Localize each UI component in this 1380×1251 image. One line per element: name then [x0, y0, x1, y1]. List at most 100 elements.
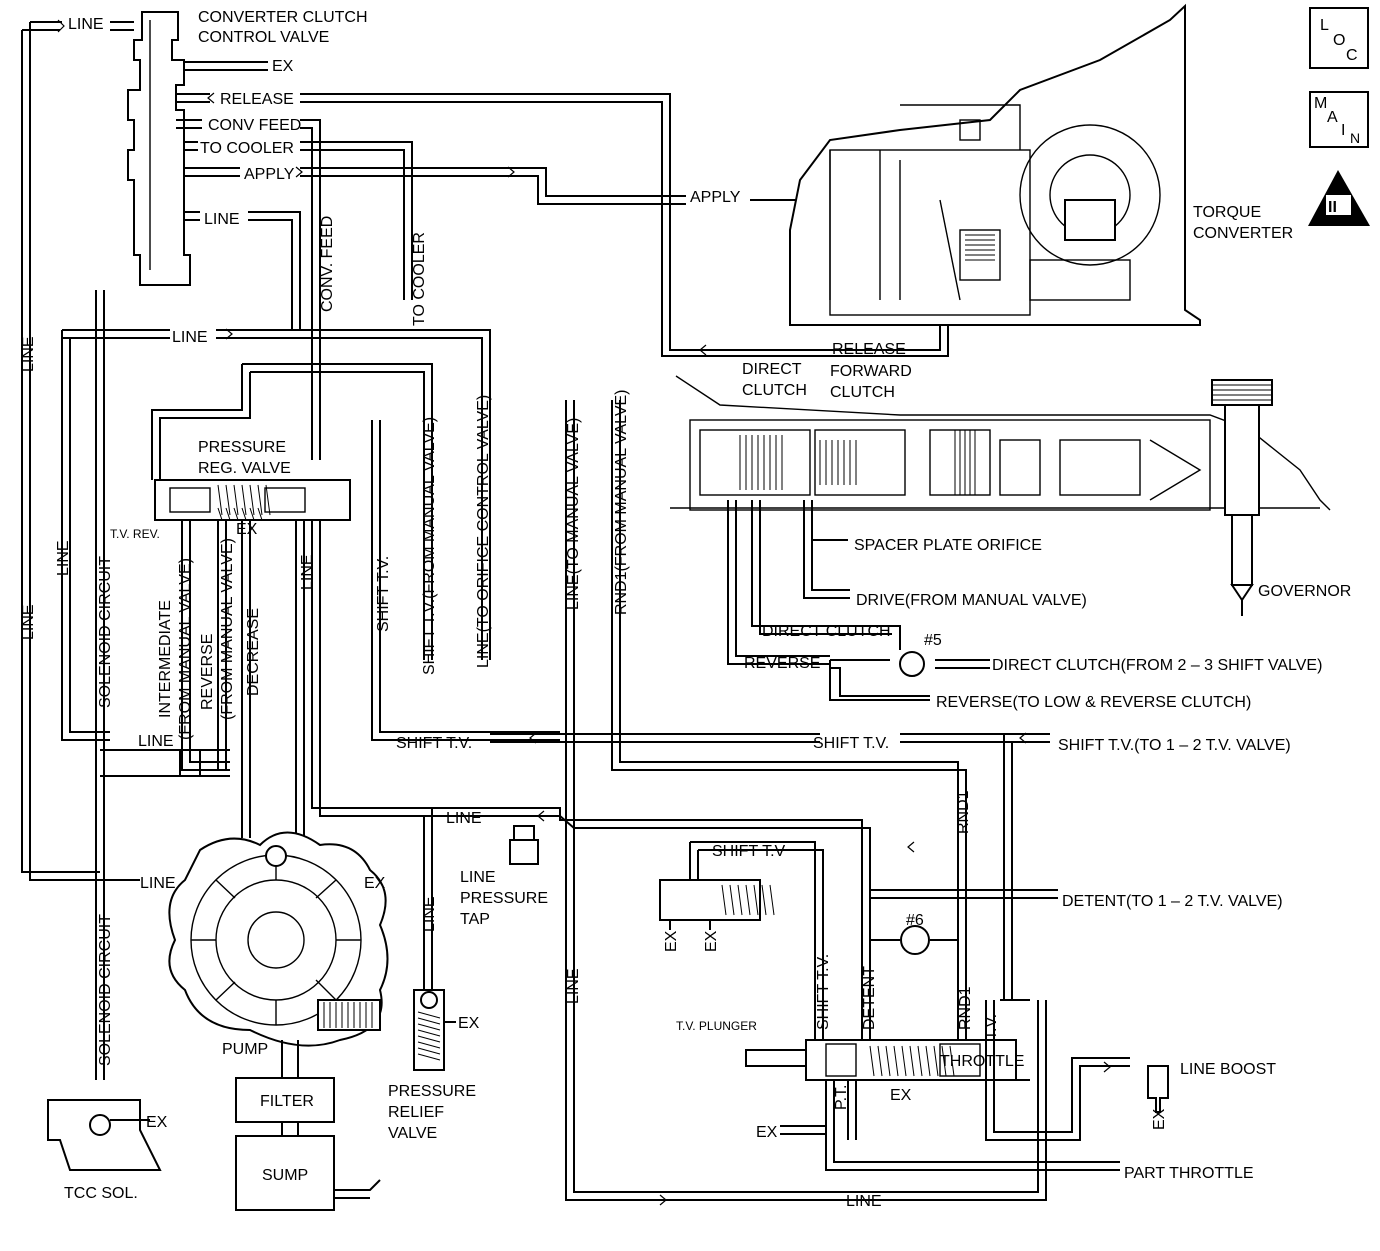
spacer-plate-orifice-label: SPACER PLATE ORIFICE: [854, 537, 1042, 554]
release-right-label: RELEASE: [832, 341, 906, 358]
line-orifice-vertical: LINE(TO ORIFICE CONTROL VALVE): [475, 395, 492, 668]
pressure-relief-label-3: VALVE: [388, 1125, 437, 1142]
to-cooler-vertical: TO COOLER: [411, 232, 428, 326]
conv-feed-label: CONV FEED: [208, 117, 301, 134]
line-lower-left-label: LINE: [138, 733, 174, 750]
line-bottom-label: LINE: [846, 1193, 882, 1210]
ccv-title-2: CONTROL VALVE: [198, 29, 329, 46]
line-pressure-tap-label-3: TAP: [460, 911, 490, 928]
svg-text:M: M: [1314, 95, 1327, 112]
drive-from-manual-label: DRIVE(FROM MANUAL VALVE): [856, 592, 1087, 609]
svg-text:A: A: [1327, 109, 1338, 126]
pressure-relief-label-2: RELIEF: [388, 1104, 444, 1121]
rnd1-vertical-2: RND1: [957, 986, 974, 1030]
line-prv-vertical: LINE: [299, 554, 316, 590]
transmission-case-drawing: [670, 375, 1331, 616]
line-passages: [21, 21, 949, 1080]
shift-tv-vertical-2: SHIFT T.V.: [815, 954, 832, 1030]
line-center-label: LINE: [446, 810, 482, 827]
line-boost-label: LINE BOOST: [1180, 1061, 1276, 1078]
shift-tv-h-label: SHIFT T.V.: [396, 735, 472, 752]
svg-text:N: N: [1350, 130, 1360, 146]
svg-text:O: O: [1333, 32, 1345, 49]
direct-clutch-23-label: DIRECT CLUTCH(FROM 2 – 3 SHIFT VALVE): [992, 657, 1322, 674]
ex-throttle-label: EX: [890, 1087, 912, 1104]
line-pressure-tap-label: LINE: [460, 869, 496, 886]
shift-tv-from-manual-vertical: SHIFT T.V.(FROM MANUAL VALVE): [421, 417, 438, 675]
pump-drawing: [168, 831, 389, 1136]
filter-label: FILTER: [260, 1093, 314, 1110]
apply-label: APPLY: [244, 166, 295, 183]
filter-box: [235, 1077, 335, 1123]
pressure-relief-label: PRESSURE: [388, 1083, 476, 1100]
release-label: RELEASE: [220, 91, 294, 108]
ex-left-1-label: EX: [663, 930, 680, 952]
flow-arrows: [57, 19, 1111, 1206]
tv-rev-label: T.V. REV.: [110, 527, 160, 541]
reverse-label: REVERSE: [744, 655, 820, 672]
svg-text:I: I: [1341, 122, 1345, 139]
detent-valve: [659, 879, 775, 930]
svg-text:C: C: [1346, 47, 1358, 64]
detent-12-label: DETENT(TO 1 – 2 T.V. VALVE): [1062, 893, 1283, 910]
sump-drain: [334, 1179, 381, 1199]
line-top-label: LINE: [68, 16, 104, 33]
intermediate-vertical: INTERMEDIATE: [157, 600, 174, 718]
reverse-vertical-2: (FROM MANUAL VALVE): [219, 538, 236, 720]
line-mid-label: LINE: [172, 329, 208, 346]
throttle-label: THROTTLE: [940, 1053, 1024, 1070]
pressure-relief-valve: [413, 989, 456, 1071]
direct-clutch-feed-label: DIRECT CLUTCH: [762, 623, 891, 640]
ex-boost-label: EX: [1151, 1108, 1168, 1130]
ex-pump-label: EX: [364, 875, 386, 892]
ex-tcc-label: EX: [146, 1114, 168, 1131]
reverse-vertical: REVERSE: [199, 634, 216, 710]
rnd1-from-manual-vertical: RND1(FROM MANUAL VALVE): [613, 389, 630, 615]
ccv-title: CONVERTER CLUTCH: [198, 9, 368, 26]
loc-button[interactable]: L O C: [1309, 7, 1369, 69]
line-left-vertical-3: LINE: [20, 604, 37, 640]
pt-vertical: P.T.: [833, 1085, 850, 1111]
shift-tv-12-label: SHIFT T.V.(TO 1 – 2 T.V. VALVE): [1058, 737, 1291, 754]
line-relief-vertical: LINE: [421, 896, 438, 932]
tcc-sol-label: TCC SOL.: [64, 1185, 138, 1202]
tcc-solenoid: [47, 1099, 162, 1171]
sump-label: SUMP: [262, 1167, 308, 1184]
tv-plunger-label: T.V. PLUNGER: [676, 1019, 757, 1033]
intermediate-vertical-2: (FROM MANUAL VALVE): [177, 558, 194, 740]
line-ccv-label: LINE: [204, 211, 240, 228]
line-pressure-tap-label-2: PRESSURE: [460, 890, 548, 907]
forward-clutch-label-2: CLUTCH: [830, 384, 895, 401]
solenoid-circuit-vertical-2: SOLENOID CIRCUIT: [97, 914, 114, 1066]
sump-box: [235, 1135, 335, 1211]
throttle-valve: [745, 999, 1169, 1171]
conv-feed-vertical: CONV. FEED: [319, 216, 336, 312]
apply-right-label: APPLY: [690, 189, 741, 206]
tv-vertical: T.V.: [983, 1014, 1000, 1040]
torque-converter-label: TORQUE: [1193, 204, 1261, 221]
reverse-low-label: REVERSE(TO LOW & REVERSE CLUTCH): [936, 694, 1251, 711]
svg-text:II: II: [1328, 199, 1337, 216]
pressure-reg-label: PRESSURE: [198, 439, 286, 456]
line-left-vertical-1: LINE: [20, 336, 37, 372]
decrease-vertical: DECREASE: [245, 608, 262, 696]
ex-tv-label: EX: [756, 1124, 778, 1141]
to-cooler-label: TO COOLER: [200, 140, 294, 157]
forward-clutch-label: FORWARD: [830, 363, 912, 380]
line-pressure-tap[interactable]: [509, 825, 539, 865]
pressure-regulator-valve: [154, 479, 351, 521]
pressure-reg-label-2: REG. VALVE: [198, 460, 291, 477]
triangle-icon[interactable]: II: [1308, 170, 1370, 226]
ex-top-label: EX: [272, 58, 294, 75]
rnd1-vertical: RND1: [955, 790, 972, 834]
direct-clutch-label-2: CLUTCH: [742, 382, 807, 399]
shift-tv-h2-label: SHIFT T.V.: [813, 735, 889, 752]
ex-prv-label: EX: [236, 521, 258, 538]
governor-label: GOVERNOR: [1258, 583, 1351, 600]
torque-converter-drawing: [789, 3, 1201, 326]
direct-clutch-label: DIRECT: [742, 361, 802, 378]
check-ball-6-label: #6: [906, 912, 924, 929]
main-button[interactable]: M A I N: [1309, 91, 1369, 148]
line-manual-vertical-2: LINE: [565, 968, 582, 1004]
